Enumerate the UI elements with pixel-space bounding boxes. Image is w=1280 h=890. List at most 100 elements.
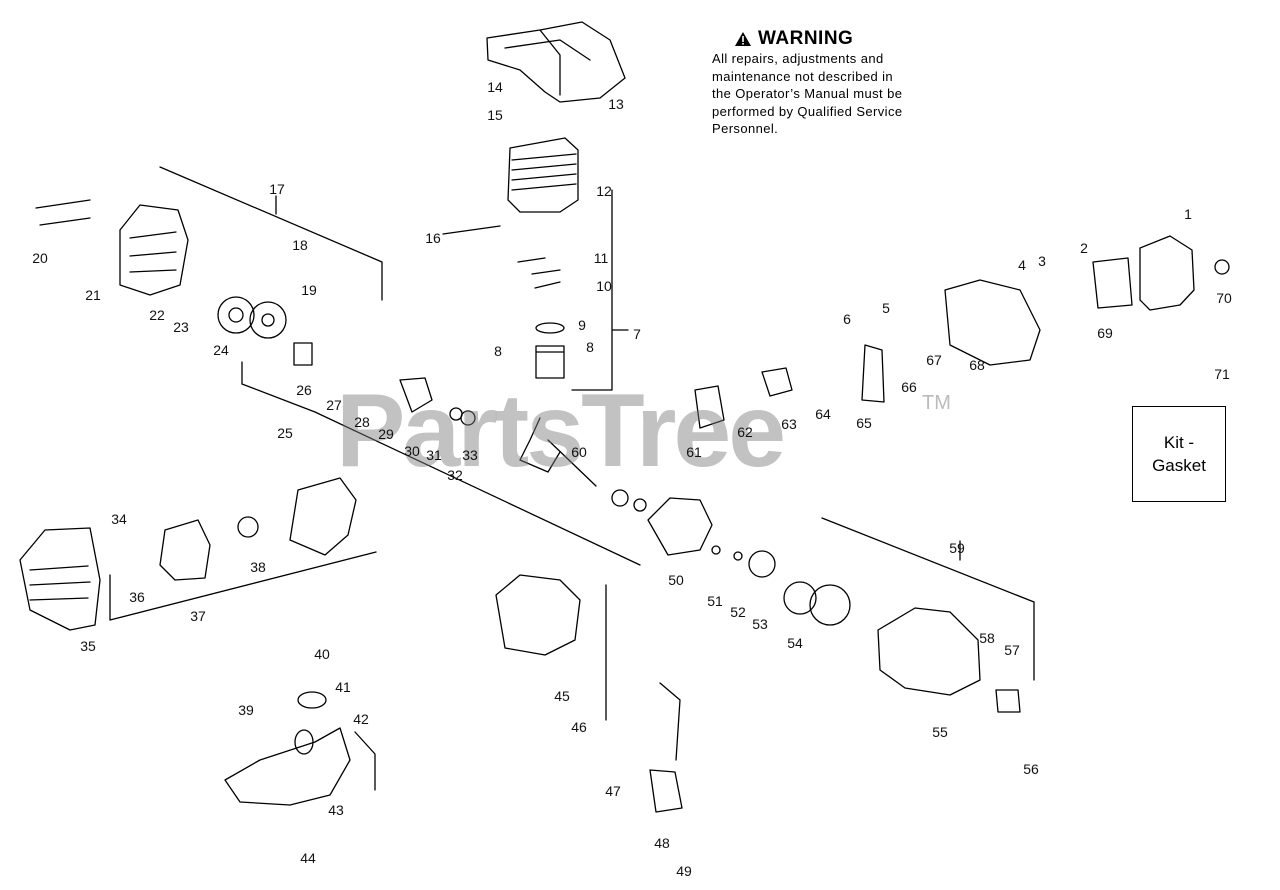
part-number-51[interactable]: 51 [707, 593, 723, 609]
part-number-60[interactable]: 60 [571, 444, 587, 460]
part-number-70[interactable]: 70 [1216, 290, 1232, 306]
part-number-67[interactable]: 67 [926, 352, 942, 368]
part-number-8[interactable]: 8 [494, 343, 502, 359]
part-number-10[interactable]: 10 [596, 278, 612, 294]
cylinder-drawing [507, 137, 579, 213]
partstree-watermark: PartsTree [336, 373, 786, 489]
part-number-42[interactable]: 42 [353, 711, 369, 727]
part-number-58[interactable]: 58 [979, 630, 995, 646]
part-number-2[interactable]: 2 [1080, 240, 1088, 256]
warning-line: the Operator’s Manual must be [712, 86, 903, 101]
warning-triangle-icon [735, 32, 751, 46]
bracket-25 [241, 361, 641, 566]
part-number-35[interactable]: 35 [80, 638, 96, 654]
part-number-33[interactable]: 33 [462, 447, 478, 463]
part-number-7[interactable]: 7 [633, 326, 641, 342]
part-number-69[interactable]: 69 [1097, 325, 1113, 341]
bracket-37 [109, 551, 377, 621]
part-number-30[interactable]: 30 [404, 443, 420, 459]
warning-note: WARNING All repairs, adjustments and mai… [712, 28, 942, 138]
bracket-59 [821, 517, 1035, 681]
part-number-17[interactable]: 17 [269, 181, 285, 197]
part-number-54[interactable]: 54 [787, 635, 803, 651]
part-number-1[interactable]: 1 [1184, 206, 1192, 222]
part-number-26[interactable]: 26 [296, 382, 312, 398]
kit-gasket-box[interactable]: Kit - Gasket [1132, 406, 1226, 502]
part-number-29[interactable]: 29 [378, 426, 394, 442]
part-number-4[interactable]: 4 [1018, 257, 1026, 273]
kit-name: Gasket [1152, 456, 1206, 475]
warning-line: Personnel. [712, 121, 779, 136]
part-number-44[interactable]: 44 [300, 850, 316, 866]
part-number-28[interactable]: 28 [354, 414, 370, 430]
part-number-49[interactable]: 49 [676, 863, 692, 879]
gear-housing-drawing [877, 607, 981, 696]
shroud-drawing [486, 21, 626, 103]
filter-cover-drawing [1139, 235, 1195, 311]
part-number-22[interactable]: 22 [149, 307, 165, 323]
part-number-62[interactable]: 62 [737, 424, 753, 440]
trademark-mark: TM [922, 392, 951, 414]
starter-housing-drawing [119, 204, 189, 296]
part-number-57[interactable]: 57 [1004, 642, 1020, 658]
fuel-tank-drawing [224, 727, 351, 806]
part-number-31[interactable]: 31 [426, 447, 442, 463]
kit-label: Kit - [1163, 433, 1195, 452]
warning-line: All repairs, adjustments and [712, 51, 884, 66]
part-number-12[interactable]: 12 [596, 183, 612, 199]
part-number-63[interactable]: 63 [781, 416, 797, 432]
part-number-40[interactable]: 40 [314, 646, 330, 662]
part-number-20[interactable]: 20 [32, 250, 48, 266]
part-number-53[interactable]: 53 [752, 616, 768, 632]
part-number-71[interactable]: 71 [1214, 366, 1230, 382]
part-number-43[interactable]: 43 [328, 802, 344, 818]
part-number-13[interactable]: 13 [608, 96, 624, 112]
part-number-27[interactable]: 27 [326, 397, 342, 413]
part-number-45[interactable]: 45 [554, 688, 570, 704]
part-number-5[interactable]: 5 [882, 300, 890, 316]
warning-line: maintenance not described in [712, 68, 894, 84]
warning-title: WARNING [758, 28, 854, 49]
part-number-21[interactable]: 21 [85, 287, 101, 303]
part-number-55[interactable]: 55 [932, 724, 948, 740]
engine-cover-drawing [19, 527, 101, 631]
part-number-66[interactable]: 66 [901, 379, 917, 395]
part-number-37[interactable]: 37 [190, 608, 206, 624]
part-number-25[interactable]: 25 [277, 425, 293, 441]
part-number-39[interactable]: 39 [238, 702, 254, 718]
part-number-68[interactable]: 68 [969, 357, 985, 373]
part-number-11[interactable]: 11 [593, 250, 609, 266]
part-number-32[interactable]: 32 [447, 467, 463, 483]
part-number-16[interactable]: 16 [425, 230, 441, 246]
part-number-3[interactable]: 3 [1038, 253, 1046, 269]
part-number-64[interactable]: 64 [815, 406, 831, 422]
part-number-34[interactable]: 34 [111, 511, 127, 527]
part-number-47[interactable]: 47 [605, 783, 621, 799]
bracket-17 [159, 166, 383, 301]
part-number-46[interactable]: 46 [571, 719, 587, 735]
part-number-9[interactable]: 9 [578, 317, 586, 333]
part-number-61[interactable]: 61 [686, 444, 702, 460]
part-number-41[interactable]: 41 [335, 679, 351, 695]
part-number-15[interactable]: 15 [487, 107, 503, 123]
part-number-24[interactable]: 24 [213, 342, 229, 358]
part-number-8[interactable]: 8 [586, 339, 594, 355]
part-number-18[interactable]: 18 [292, 237, 308, 253]
part-number-14[interactable]: 14 [487, 79, 503, 95]
part-number-36[interactable]: 36 [129, 589, 145, 605]
part-number-23[interactable]: 23 [173, 319, 189, 335]
part-number-19[interactable]: 19 [301, 282, 317, 298]
part-number-6[interactable]: 6 [843, 311, 851, 327]
part-number-59[interactable]: 59 [949, 540, 965, 556]
part-number-38[interactable]: 38 [250, 559, 266, 575]
warning-line: performed by Qualified Service [712, 103, 903, 119]
bracket-42 [354, 731, 376, 791]
part-number-48[interactable]: 48 [654, 835, 670, 851]
part-number-50[interactable]: 50 [668, 572, 684, 588]
part-number-65[interactable]: 65 [856, 415, 872, 431]
part-number-52[interactable]: 52 [730, 604, 746, 620]
part-number-56[interactable]: 56 [1023, 761, 1039, 777]
bracket-7 [571, 189, 629, 391]
